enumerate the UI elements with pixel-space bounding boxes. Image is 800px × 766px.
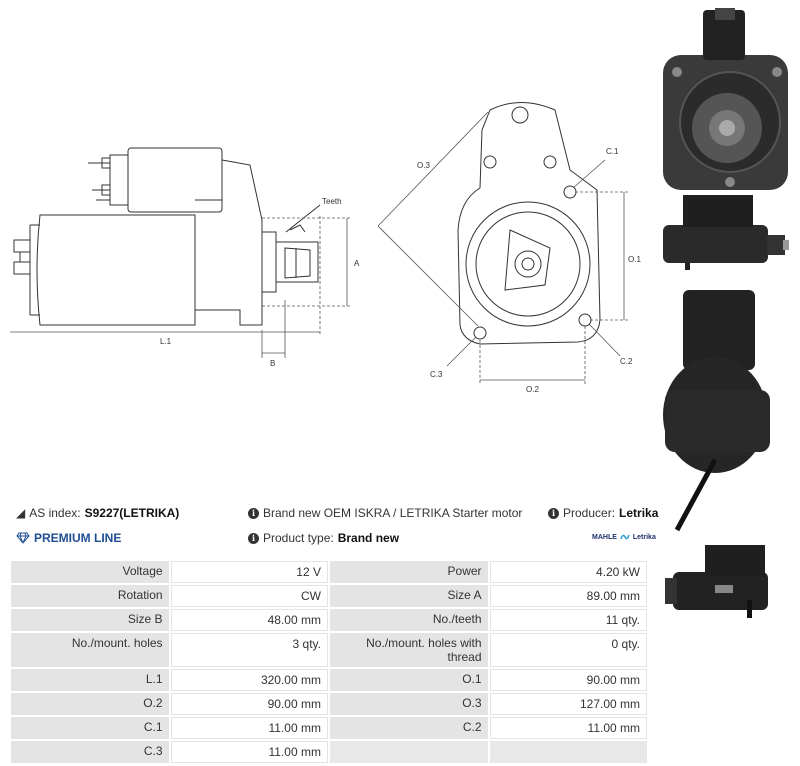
spec-label: Voltage: [11, 561, 169, 583]
spec-value: 11.00 mm: [170, 741, 328, 763]
product-type-value: Brand new: [337, 531, 400, 545]
spec-value: 3 qty.: [170, 633, 328, 667]
producer: i Producer: Letrika: [548, 506, 658, 520]
spec-label: Rotation: [11, 585, 169, 607]
technical-drawing: Teeth A B L.1 O.3 C.1 O.1 C.2 C.3 O.2: [10, 102, 641, 394]
spec-value: 320.00 mm: [170, 669, 328, 691]
label-c3: C.3: [430, 370, 443, 379]
label-c1: C.1: [606, 147, 619, 156]
info-icon: i: [248, 507, 259, 519]
photo-rear-view: [663, 290, 770, 532]
photo-side-view: [663, 195, 789, 270]
spec-label: C.3: [11, 741, 169, 763]
spec-label: [329, 741, 488, 763]
spec-label: No./mount. holes with thread: [329, 633, 488, 667]
spec-value: 11.00 mm: [170, 717, 328, 739]
producer-label: Producer:: [563, 506, 616, 520]
as-index-value: S9227(LETRIKA): [84, 506, 180, 520]
spec-value: 127.00 mm: [489, 693, 647, 715]
spec-value: 12 V: [170, 561, 328, 583]
info-icon: i: [248, 532, 259, 544]
spec-value: 4.20 kW: [489, 561, 647, 583]
spec-value: 89.00 mm: [489, 585, 647, 607]
spec-value: 90.00 mm: [489, 669, 647, 691]
spec-value: 11.00 mm: [489, 717, 647, 739]
description: i Brand new OEM ISKRA / LETRIKA Starter …: [248, 506, 522, 520]
side-view: [13, 147, 321, 326]
as-index-label: AS index:: [29, 506, 81, 520]
label-c2: C.2: [620, 357, 633, 366]
photo-front-view: [663, 8, 788, 190]
spec-label: No./teeth: [329, 609, 488, 631]
producer-value: Letrika: [619, 506, 659, 520]
label-a: A: [354, 259, 360, 268]
logo-mahle: MAHLE: [592, 533, 617, 541]
letrika-logo-icon: [620, 534, 630, 540]
premium-line-label: PREMIUM LINE: [34, 531, 122, 545]
brand-logo: MAHLE Letrika: [592, 533, 656, 541]
spec-label: C.1: [11, 717, 169, 739]
label-teeth: Teeth: [322, 197, 342, 206]
spec-value: 0 qty.: [489, 633, 647, 667]
premium-line: PREMIUM LINE: [16, 531, 121, 545]
product-type-label: Product type:: [263, 531, 334, 545]
spec-label: O.1: [329, 669, 488, 691]
spec-value: 11 qty.: [489, 609, 647, 631]
spec-label: C.2: [329, 717, 488, 739]
diamond-icon: [16, 532, 30, 544]
description-text: Brand new OEM ISKRA / LETRIKA Starter mo…: [263, 506, 523, 520]
spec-label: O.2: [11, 693, 169, 715]
spec-label: Size B: [11, 609, 169, 631]
label-b: B: [270, 359, 275, 368]
label-l1: L.1: [160, 337, 172, 346]
spec-value: 90.00 mm: [170, 693, 328, 715]
logo-letrika: Letrika: [632, 533, 656, 541]
label-o3: O.3: [417, 161, 430, 170]
spec-label: Size A: [329, 585, 488, 607]
spec-value: CW: [170, 585, 328, 607]
spec-value: [489, 741, 647, 763]
photo-angled-view: [665, 545, 768, 618]
product-photos: [663, 8, 789, 618]
spec-label: No./mount. holes: [11, 633, 169, 667]
spec-label: Power: [329, 561, 488, 583]
spec-value: 48.00 mm: [170, 609, 328, 631]
as-index: ◢ AS index: S9227(LETRIKA): [16, 506, 179, 520]
front-view: [457, 102, 601, 345]
label-o2: O.2: [526, 385, 539, 394]
spec-label: L.1: [11, 669, 169, 691]
info-icon: i: [548, 507, 559, 519]
tag-icon: ◢: [16, 506, 26, 520]
spec-label: O.3: [329, 693, 488, 715]
product-type: i Product type: Brand new: [248, 531, 399, 545]
label-o1: O.1: [628, 255, 641, 264]
